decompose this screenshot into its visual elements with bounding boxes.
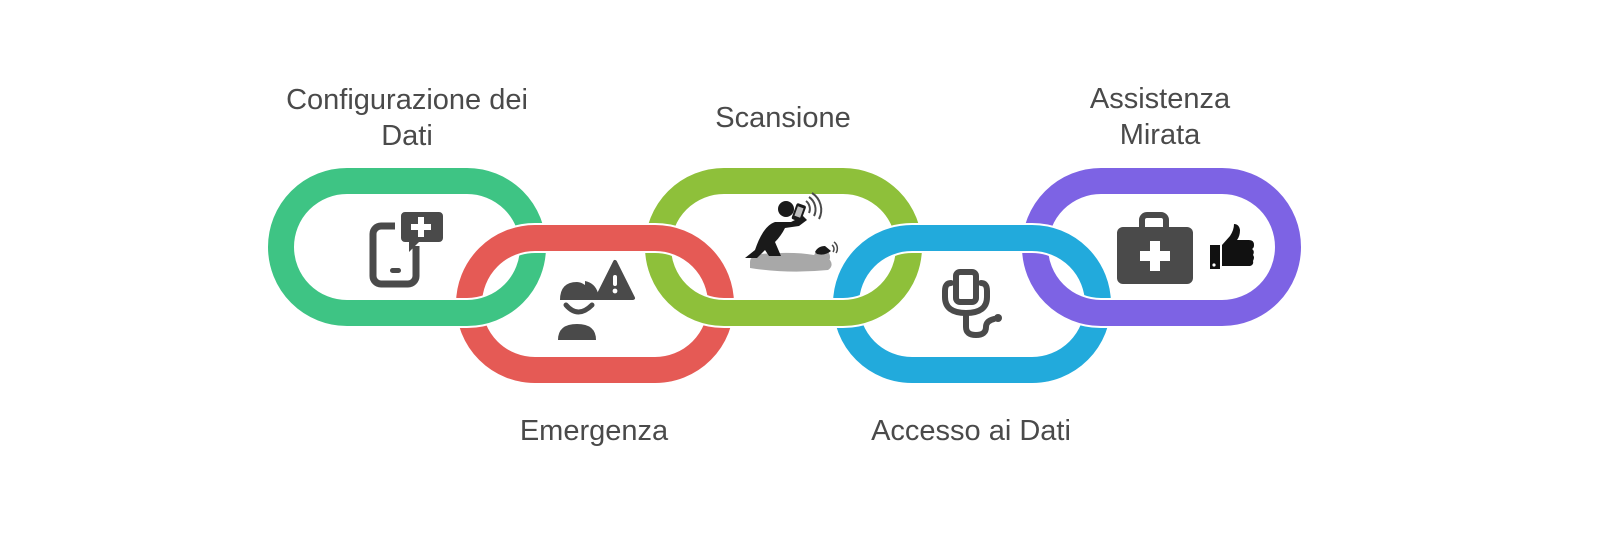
- label-line: Dati: [381, 120, 433, 152]
- mobile-medical-icon: [369, 212, 443, 288]
- step-label-assistenza: Assistenza Mirata: [1090, 81, 1230, 153]
- step-label-accesso: Accesso ai Dati: [871, 413, 1071, 449]
- label-line: Assistenza: [1089, 83, 1231, 115]
- label-line: Accesso ai Dati: [871, 415, 1071, 447]
- medical-kit-thumbs-up-icon: [1117, 212, 1254, 284]
- phone-scan-patient-icon: [745, 192, 839, 272]
- label-line: Emergenza: [519, 415, 669, 447]
- label-line: Scansione: [715, 102, 851, 134]
- label-line: Configurazione dei: [286, 84, 528, 116]
- step-label-configurazione: Configurazione dei Dati: [286, 82, 528, 154]
- step-label-emergenza: Emergenza: [520, 413, 668, 449]
- step-label-scansione: Scansione: [715, 100, 850, 136]
- stethoscope-phone-icon: [942, 269, 1002, 339]
- worker-warning-icon: [558, 260, 635, 340]
- label-line: Mirata: [1119, 119, 1201, 151]
